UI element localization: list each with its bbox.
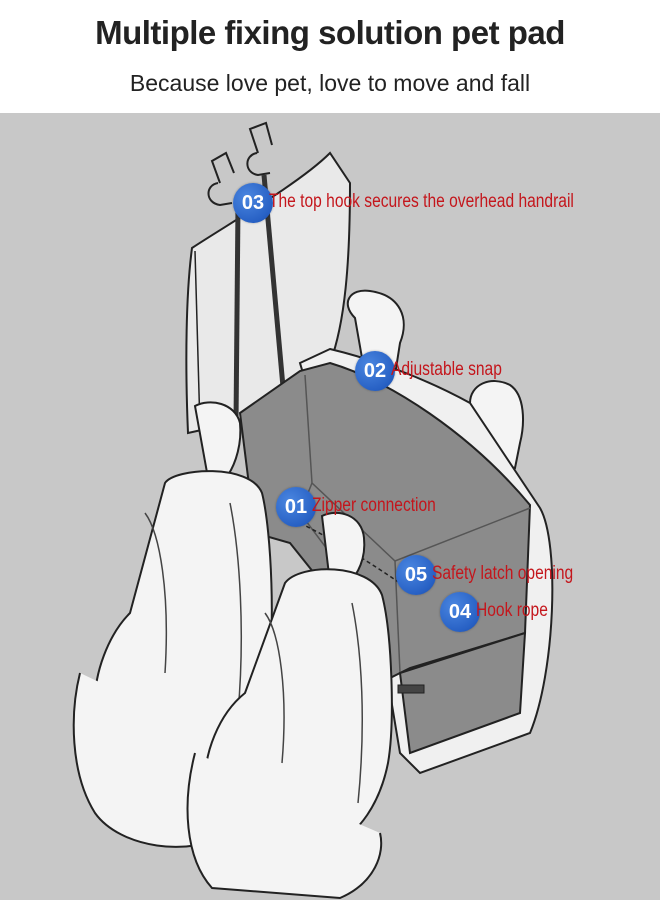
rear-headrest-1 xyxy=(346,289,405,376)
car-seat-illustration xyxy=(0,113,660,900)
zipper-line xyxy=(299,522,401,584)
callout-badge: 03 xyxy=(233,183,273,223)
callout-label: Hook rope xyxy=(476,600,548,621)
callout-badge: 02 xyxy=(355,351,395,391)
callout-label: Safety latch opening xyxy=(432,563,574,584)
page-title: Multiple fixing solution pet pad xyxy=(95,14,565,51)
page-subtitle: Because love pet, love to move and fall xyxy=(129,70,531,96)
callout-label: Adjustable snap xyxy=(391,359,502,380)
callout-badge: 01 xyxy=(276,487,316,527)
diagram-area: 03 The top hook secures the overhead han… xyxy=(0,113,660,900)
callout-badge: 05 xyxy=(396,555,436,595)
callout-label: The top hook secures the overhead handra… xyxy=(269,191,574,212)
buckle-icon xyxy=(397,684,425,694)
callout-badge: 04 xyxy=(440,592,480,632)
front-left-headrest xyxy=(193,401,242,480)
callout-label: Zipper connection xyxy=(312,495,436,516)
strap-left xyxy=(233,204,241,424)
hook-icon xyxy=(207,121,273,207)
pad-side-flap xyxy=(398,631,527,755)
header: Multiple fixing solution pet pad Because… xyxy=(0,0,660,113)
